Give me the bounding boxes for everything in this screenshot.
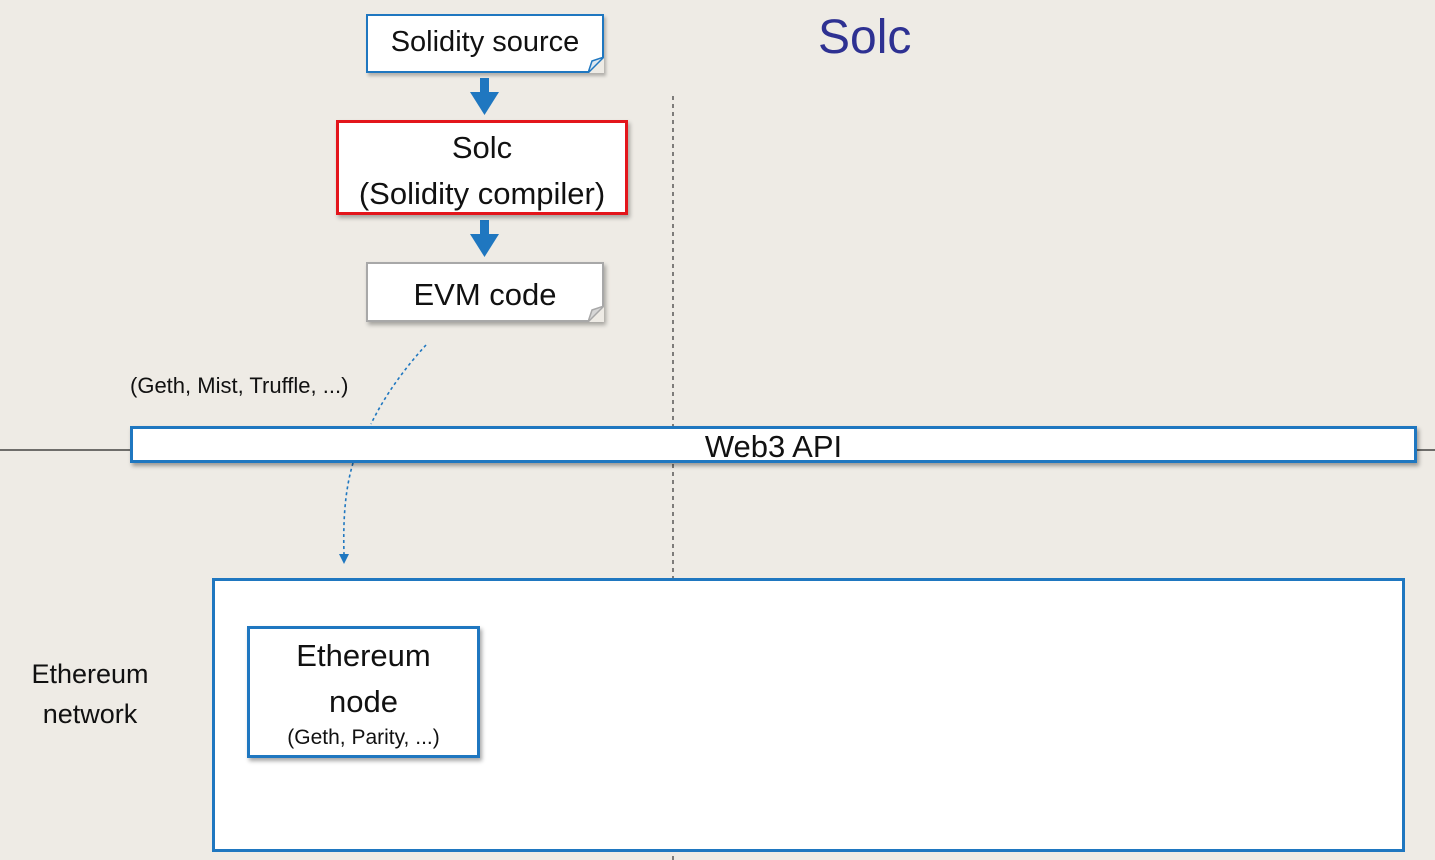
deploy-path-upper <box>370 344 427 425</box>
deploy-tools-label: (Geth, Mist, Truffle, ...) <box>130 373 349 398</box>
evm-code-label: EVM code <box>413 277 557 312</box>
arrow-source-to-compiler <box>470 78 499 115</box>
page-corner-icon <box>588 57 604 73</box>
solidity-source-box: Solidity source <box>366 14 604 73</box>
ethereum-network-label: Ethereum network <box>14 654 166 734</box>
ethereum-node-title: Ethereum node <box>250 629 477 725</box>
ethereum-node-box: Ethereum node (Geth, Parity, ...) <box>247 626 480 758</box>
evm-code-box: EVM code <box>366 262 604 322</box>
slide-title: Solc <box>818 11 912 64</box>
page-corner-icon <box>588 306 604 322</box>
ethereum-node-title-line2: node <box>329 684 398 719</box>
ethereum-node-clients: (Geth, Parity, ...) <box>287 726 440 749</box>
ethereum-node-title-line1: Ethereum <box>296 638 431 673</box>
ethereum-network-label-line1: Ethereum <box>31 659 149 689</box>
compiler-name: Solc <box>451 130 513 165</box>
compiler-box: Solc (Solidity compiler) <box>336 120 628 215</box>
ethereum-network-label-line2: network <box>42 699 138 729</box>
compiler-description: (Solidity compiler) <box>358 176 606 211</box>
solidity-source-label: Solidity source <box>390 26 580 58</box>
web3-api-bar: Web3 API <box>130 426 1417 464</box>
web3-api-label: Web3 API <box>704 429 843 464</box>
deploy-path-lower <box>342 462 354 555</box>
arrow-compiler-to-evm <box>470 220 499 257</box>
deploy-arrowhead <box>339 554 349 564</box>
